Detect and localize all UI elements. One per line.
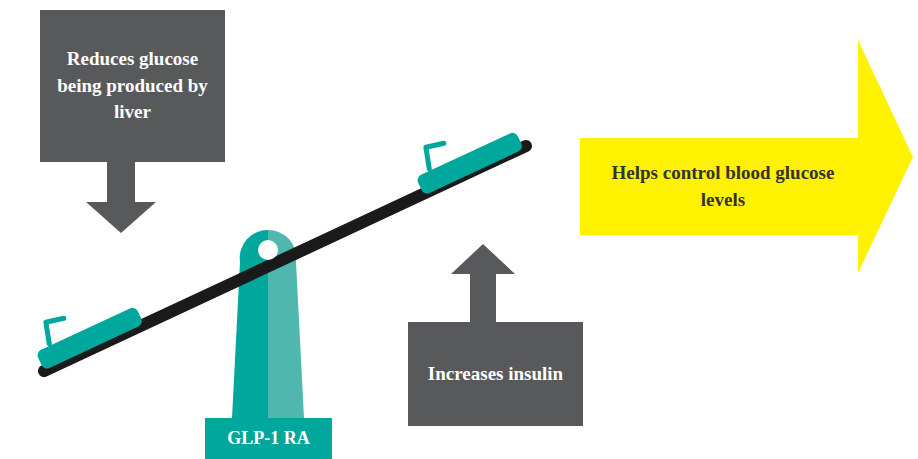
left-weight — [26, 285, 144, 370]
liver-box: Reduces glucose being produced by liver — [40, 10, 225, 162]
text-column: Helps control blood glucose levels — [592, 160, 854, 213]
outcome-arrow: Helps control blood glucose levels — [580, 40, 915, 273]
node-text: Increases insulin — [428, 361, 563, 388]
text-column: GLP-1 RA — [227, 426, 310, 451]
drug-label-band: GLP-1 RA — [205, 418, 332, 459]
node-text: Reduces glucose being produced by liver — [52, 46, 213, 126]
right-weight — [406, 110, 524, 195]
pivot-hole — [259, 241, 277, 259]
insulin-box: Increases insulin — [408, 322, 583, 426]
arrow-head — [451, 244, 515, 274]
arrow-stem — [470, 272, 496, 322]
arrow-stem — [107, 160, 135, 204]
text-column: Reduces glucose being produced by liver — [52, 46, 213, 126]
text-column: Increases insulin — [428, 361, 563, 388]
arrow-text-area: Helps control blood glucose levels — [592, 138, 854, 235]
arrow-head — [86, 202, 156, 233]
node-text: Helps control blood glucose levels — [592, 160, 854, 213]
arrow-shape — [580, 40, 915, 273]
node-text: GLP-1 RA — [227, 426, 310, 451]
